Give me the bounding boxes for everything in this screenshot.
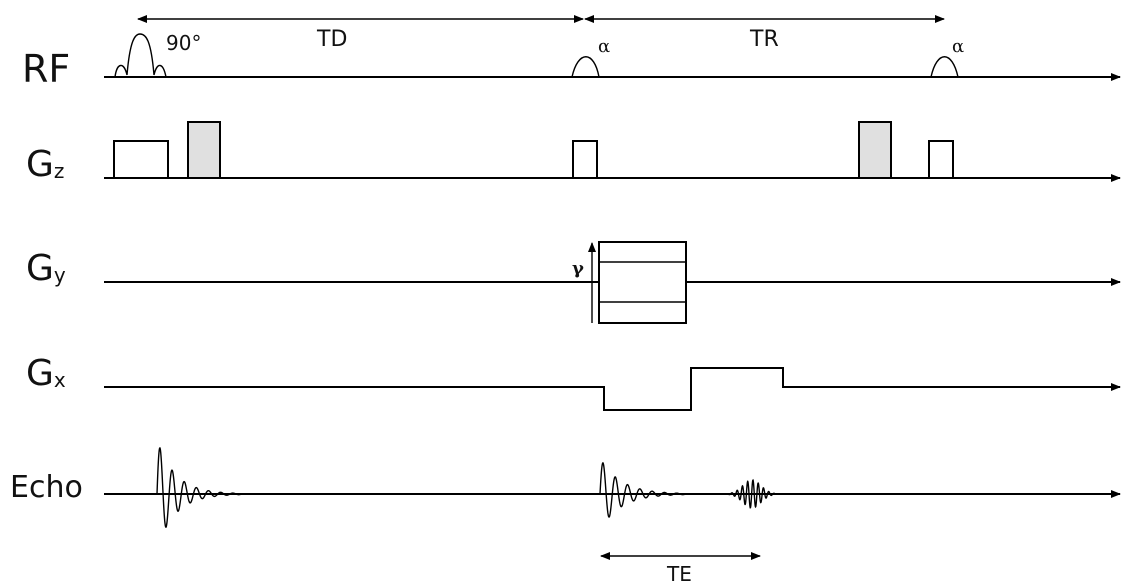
gradient-echo-signal	[719, 478, 779, 509]
td-label: TD	[316, 27, 347, 52]
rf-row-label: RF	[22, 47, 70, 91]
alpha-2-label: α	[952, 36, 964, 57]
rf-alpha-pulse-1	[571, 56, 600, 78]
rf-alpha-pulse-2	[930, 56, 959, 78]
te-label: TE	[666, 562, 692, 583]
gz-spoiler-gradient-2	[858, 121, 892, 179]
tr-label: TR	[749, 27, 779, 52]
gy-phase-encode-table	[598, 241, 687, 324]
echo-row-label: Echo	[10, 470, 83, 505]
gx-label-main: G	[26, 353, 54, 394]
gz-slice-gradient-alpha-1	[572, 140, 598, 179]
fid-signal-1	[156, 446, 243, 528]
gamma-label: γ	[572, 258, 584, 279]
gx-row-label: Gx	[26, 353, 66, 394]
fid-signal-2	[599, 461, 687, 518]
gy-label-main: G	[26, 248, 54, 289]
flip-90-label: 90°	[166, 31, 201, 55]
gz-row-label: Gz	[26, 144, 64, 185]
gz-label-main: G	[26, 144, 54, 185]
gz-spoiler-gradient-1	[187, 121, 221, 179]
gy-row-label: Gy	[26, 248, 66, 289]
rf-90-degree-pulse	[114, 33, 167, 78]
gz-label-sub: z	[54, 159, 65, 183]
alpha-1-label: α	[598, 36, 610, 57]
gy-label-sub: y	[54, 263, 66, 287]
gx-readout-waveform	[104, 367, 1121, 411]
gz-slice-gradient-alpha-2	[928, 140, 954, 179]
gx-label-sub: x	[54, 368, 66, 392]
gz-slice-select-gradient	[113, 140, 169, 179]
